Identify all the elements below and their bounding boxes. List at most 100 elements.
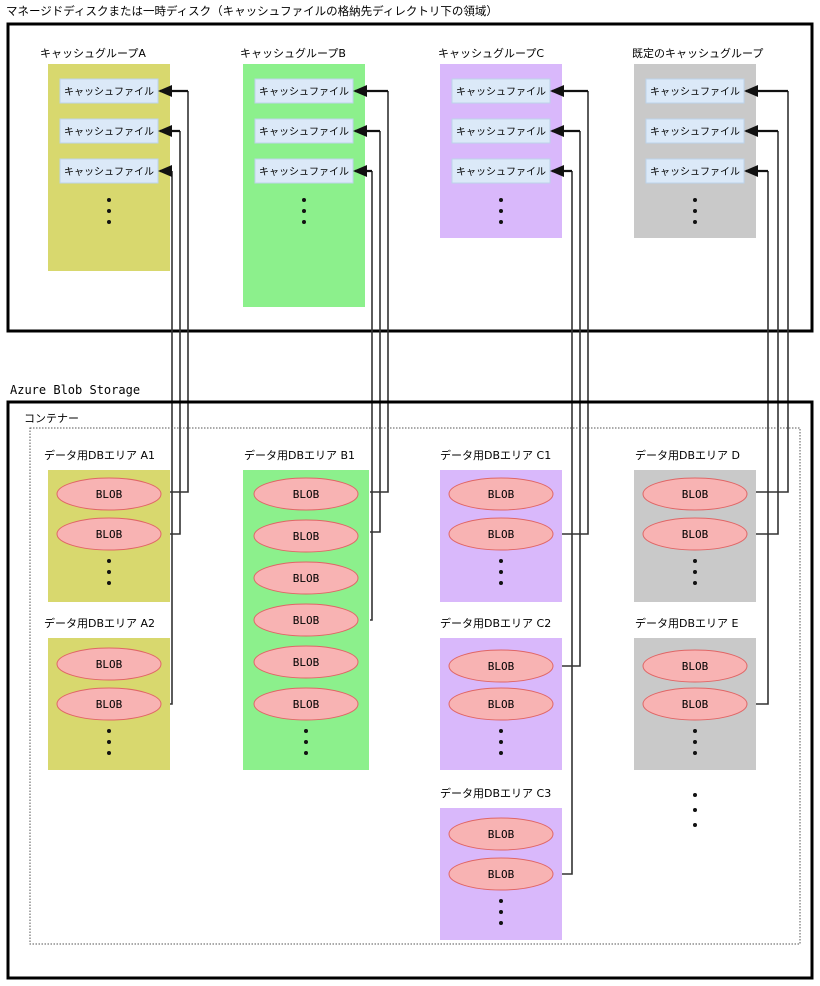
cache-file-label: キャッシュファイル: [456, 167, 546, 178]
blob-label: BLOB: [293, 698, 320, 711]
db-area-c2[interactable]: データ用DBエリア C2 BLOB BLOB: [440, 616, 562, 770]
blob-shape[interactable]: [448, 687, 554, 721]
blob-label: BLOB: [96, 698, 123, 711]
blob-label: BLOB: [96, 528, 123, 541]
vertical-ellipsis-icon: [499, 559, 503, 585]
blob-shape[interactable]: [448, 477, 554, 511]
blob-label: BLOB: [488, 488, 515, 501]
blob-shape[interactable]: [448, 857, 554, 891]
blob-shape[interactable]: [56, 517, 162, 551]
vertical-ellipsis-icon: [499, 899, 503, 925]
blob-label: BLOB: [96, 658, 123, 671]
db-area-b1-label: データ用DBエリア B1: [244, 448, 355, 462]
cache-file-box[interactable]: [645, 158, 745, 184]
blob-shape[interactable]: [253, 519, 359, 553]
blob-label: BLOB: [293, 488, 320, 501]
db-area-e[interactable]: データ用DBエリア E BLOB BLOB: [634, 616, 756, 770]
blob-label: BLOB: [682, 528, 709, 541]
db-area-a1[interactable]: データ用DBエリア A1 BLOB BLOB: [44, 448, 170, 602]
db-area-c3-label: データ用DBエリア C3: [440, 786, 551, 800]
blob-shape[interactable]: [642, 649, 748, 683]
cache-file-box[interactable]: [59, 118, 159, 144]
cache-file-box[interactable]: [451, 158, 551, 184]
cache-file-box[interactable]: [451, 78, 551, 104]
blob-shape[interactable]: [253, 687, 359, 721]
db-area-c3[interactable]: データ用DBエリア C3 BLOB BLOB: [440, 786, 562, 940]
cache-file-label: キャッシュファイル: [456, 127, 546, 138]
cache-group-c[interactable]: キャッシュグループC キャッシュファイル キャッシュファイル キャッシュファイル: [438, 46, 562, 238]
blob-label: BLOB: [293, 572, 320, 585]
blob-shape[interactable]: [56, 687, 162, 721]
vertical-ellipsis-icon: [107, 729, 111, 755]
cache-file-label: キャッシュファイル: [64, 87, 154, 98]
cache-file-box[interactable]: [645, 78, 745, 104]
db-area-a2-label: データ用DBエリア A2: [44, 616, 155, 630]
vertical-ellipsis-icon: [302, 198, 306, 224]
cache-file-label: キャッシュファイル: [64, 167, 154, 178]
arrowheads: [158, 85, 788, 177]
blob-label: BLOB: [488, 698, 515, 711]
blob-label: BLOB: [682, 488, 709, 501]
cache-group-b-label: キャッシュグループB: [240, 46, 346, 60]
blob-label: BLOB: [293, 656, 320, 669]
blob-shape[interactable]: [56, 477, 162, 511]
blob-label: BLOB: [293, 530, 320, 543]
db-area-a1-label: データ用DBエリア A1: [44, 448, 155, 462]
cache-file-box[interactable]: [645, 118, 745, 144]
vertical-ellipsis-icon: [693, 559, 697, 585]
vertical-ellipsis-icon: [693, 198, 697, 224]
blob-shape[interactable]: [253, 645, 359, 679]
blob-shape[interactable]: [448, 649, 554, 683]
cache-group-a[interactable]: キャッシュグループA キャッシュファイル キャッシュファイル キャッシュファイル: [40, 46, 170, 271]
blob-label: BLOB: [682, 698, 709, 711]
connectors-group-c: [562, 91, 589, 875]
blob-label: BLOB: [488, 660, 515, 673]
db-area-d-label: データ用DBエリア D: [635, 448, 740, 462]
vertical-ellipsis-icon: [107, 559, 111, 585]
blob-label: BLOB: [293, 614, 320, 627]
cache-file-label: キャッシュファイル: [456, 87, 546, 98]
db-area-trailing-ellipsis-icon: [693, 793, 697, 827]
db-area-a2[interactable]: データ用DBエリア A2 BLOB BLOB: [44, 616, 170, 770]
cache-file-box[interactable]: [254, 158, 354, 184]
cache-file-label: キャッシュファイル: [650, 167, 740, 178]
cache-group-b-box: [243, 64, 365, 307]
cache-file-label: キャッシュファイル: [64, 127, 154, 138]
db-area-b1[interactable]: データ用DBエリア B1 BLOB BLOB BLOB BLOB BLOB BL…: [243, 448, 369, 770]
blob-shape[interactable]: [253, 477, 359, 511]
db-area-e-label: データ用DBエリア E: [635, 616, 739, 630]
blob-shape[interactable]: [56, 647, 162, 681]
blob-shape[interactable]: [642, 477, 748, 511]
blob-shape[interactable]: [253, 561, 359, 595]
cache-group-b[interactable]: キャッシュグループB キャッシュファイル キャッシュファイル キャッシュファイル: [240, 46, 365, 307]
blob-shape[interactable]: [448, 517, 554, 551]
blob-shape[interactable]: [642, 517, 748, 551]
db-area-c1-label: データ用DBエリア C1: [440, 448, 551, 462]
cache-file-box[interactable]: [451, 118, 551, 144]
top-section-title: マネージドディスクまたは一時ディスク（キャッシュファイルの格納先ディレクトリ下の…: [6, 4, 498, 18]
vertical-ellipsis-icon: [693, 729, 697, 755]
cache-file-label: キャッシュファイル: [259, 167, 349, 178]
managed-disk-boundary: [6, 22, 814, 333]
db-area-c1[interactable]: データ用DBエリア C1 BLOB BLOB: [440, 448, 562, 602]
db-area-d[interactable]: データ用DBエリア D BLOB BLOB: [634, 448, 756, 602]
blob-label: BLOB: [682, 660, 709, 673]
blob-label: BLOB: [96, 488, 123, 501]
blob-shape[interactable]: [448, 817, 554, 851]
blob-shape[interactable]: [642, 687, 748, 721]
vertical-ellipsis-icon: [499, 198, 503, 224]
cache-file-label: キャッシュファイル: [259, 87, 349, 98]
vertical-ellipsis-icon: [499, 729, 503, 755]
cache-group-default[interactable]: 既定のキャッシュグループ キャッシュファイル キャッシュファイル キャッシュファ…: [632, 46, 763, 238]
vertical-ellipsis-icon: [304, 729, 308, 755]
cache-group-c-label: キャッシュグループC: [438, 46, 544, 60]
blob-shape[interactable]: [253, 603, 359, 637]
cache-file-box[interactable]: [254, 118, 354, 144]
azure-blob-storage-boundary: [6, 400, 814, 980]
cache-file-label: キャッシュファイル: [650, 87, 740, 98]
cache-file-box[interactable]: [59, 78, 159, 104]
blob-label: BLOB: [488, 828, 515, 841]
container-boundary: [29, 427, 801, 945]
